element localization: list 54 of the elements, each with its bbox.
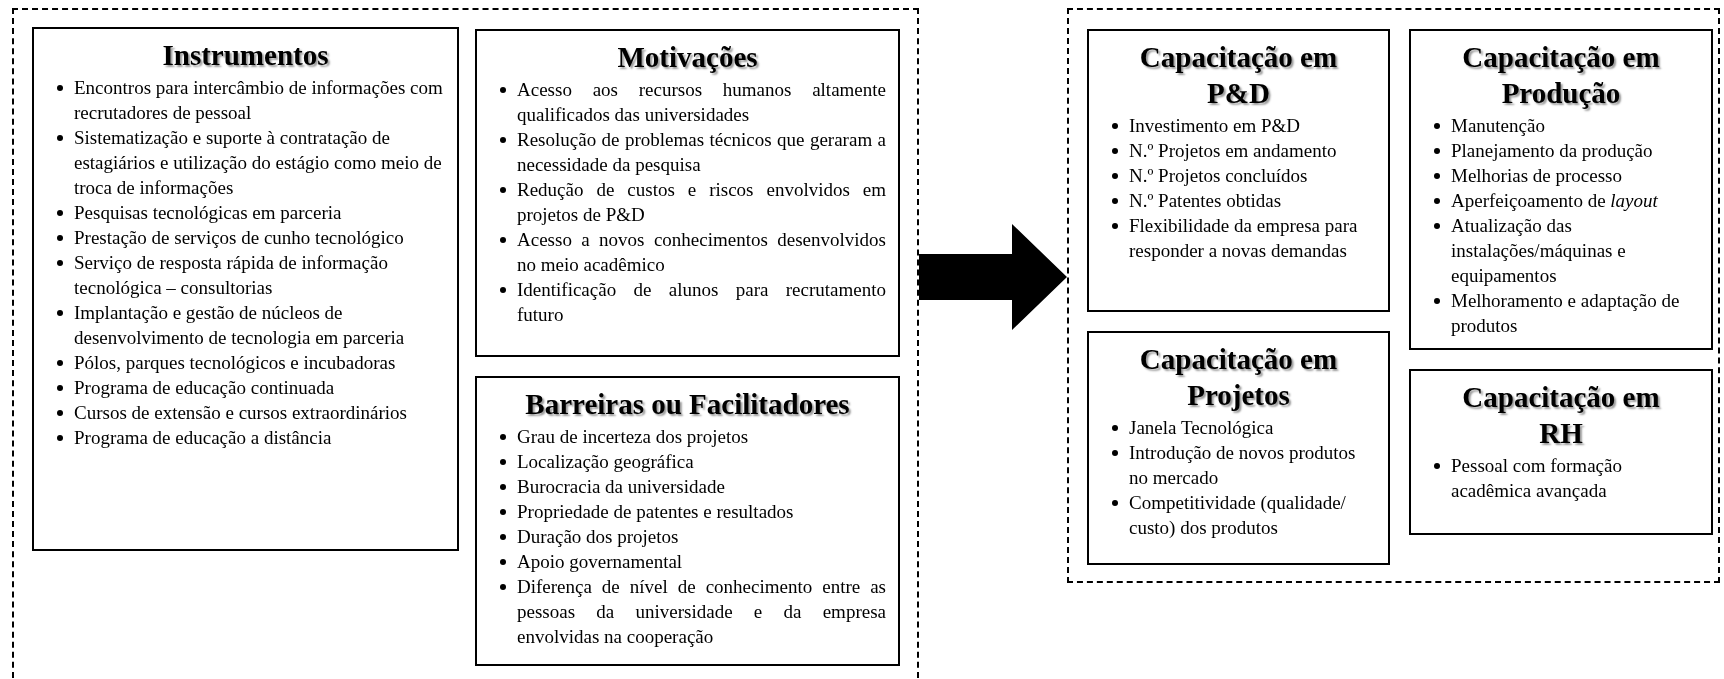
bullet-text: Cursos de extensão e cursos extraordinários bbox=[74, 401, 407, 425]
bullet-text: Melhoramento e adaptação de produtos bbox=[1451, 289, 1681, 338]
bullet-text: Competitividade (qualidade/ custo) dos produtos bbox=[1129, 491, 1347, 540]
content-box bbox=[475, 376, 900, 666]
bullet-text: Programa de educação a distância bbox=[74, 426, 332, 450]
block-arrow bbox=[919, 224, 1067, 330]
bullet-text: Atualização das instalações/máquinas e equipamentos bbox=[1451, 214, 1627, 288]
bullet-text: Grau de incerteza dos projetos bbox=[517, 425, 749, 449]
bullet-text: Duração dos projetos bbox=[517, 525, 679, 549]
bullet-text: N.º Projetos em andamento bbox=[1129, 139, 1337, 163]
dashed-group-frame bbox=[1067, 8, 1720, 583]
bullet-text: Flexibilidade da empresa para responder a novas demandas bbox=[1129, 214, 1359, 263]
content-box bbox=[1409, 29, 1713, 350]
content-box bbox=[1087, 29, 1390, 312]
box-heading: Capacitação em P&D bbox=[1138, 40, 1339, 111]
bullet-text: Pólos, parques tecnológicos e incubadoras bbox=[74, 351, 396, 375]
dashed-group-frame bbox=[12, 8, 919, 679]
bullet-text: Implantação e gestão de núcleos de desenvolvimento de tecnologia em parceria bbox=[74, 301, 406, 350]
bullet-text: Manutenção bbox=[1451, 114, 1545, 138]
content-box bbox=[32, 27, 459, 551]
bullet-text: Resolução de problemas técnicos que geraram a necessidade da pesquisa bbox=[517, 128, 886, 177]
bullet-text: Sistematização e suporte à contratação de estagiários e utilização do estágio como meio de troca de informações bbox=[74, 126, 443, 200]
bullet-text: Janela Tecnológica bbox=[1129, 416, 1274, 440]
bullet-text: N.º Patentes obtidas bbox=[1129, 189, 1282, 213]
bullet-text: Acesso a novos conhecimentos desenvolvidos no meio acadêmico bbox=[517, 228, 886, 277]
content-box bbox=[1409, 369, 1713, 535]
bullet-text: Pesquisas tecnológicas em parceria bbox=[74, 201, 342, 225]
bullet-text: Introdução de novos produtos no mercado bbox=[1129, 441, 1357, 490]
box-heading: Capacitação em Projetos bbox=[1138, 342, 1339, 413]
bullet-text: Serviço de resposta rápida de informação tecnológica – consultorias bbox=[74, 251, 389, 300]
box-heading: Capacitação em RH bbox=[1461, 380, 1661, 451]
content-box bbox=[475, 29, 900, 357]
bullet-text: Apoio governamental bbox=[517, 550, 683, 574]
bullet-text: Aperfeiçoamento de layout bbox=[1451, 189, 1658, 213]
bullet-text: Identificação de alunos para recrutamento futuro bbox=[517, 278, 886, 327]
box-heading: Instrumentos bbox=[161, 38, 330, 73]
bullet-text: Acesso aos recursos humanos altamente qualificados das universidades bbox=[517, 78, 886, 127]
box-heading: Motivações bbox=[616, 40, 759, 75]
bullet-text: Encontros para intercâmbio de informações com recrutadores de pessoal bbox=[74, 76, 444, 125]
bullet-text: Investimento em P&D bbox=[1129, 114, 1300, 138]
bullet-text: N.º Projetos concluídos bbox=[1129, 164, 1308, 188]
bullet-text: Burocracia da universidade bbox=[517, 475, 725, 499]
box-heading: Barreiras ou Facilitadores bbox=[524, 387, 851, 422]
bullet-text: Melhorias de processo bbox=[1451, 164, 1622, 188]
bullet-text: Propriedade de patentes e resultados bbox=[517, 500, 794, 524]
bullet-text: Localização geográfica bbox=[517, 450, 694, 474]
bullet-text: Diferença de nível de conhecimento entre as pessoas da universidade e da empresa envolvidas na cooperação bbox=[517, 575, 886, 649]
bullet-text: Planejamento da produção bbox=[1451, 139, 1653, 163]
bullet-text: Programa de educação continuada bbox=[74, 376, 335, 400]
bullet-text: Pessoal com formação acadêmica avançada bbox=[1451, 454, 1623, 503]
bullet-text: Redução de custos e riscos envolvidos em projetos de P&D bbox=[517, 178, 886, 227]
bullet-text: Prestação de serviços de cunho tecnológico bbox=[74, 226, 404, 250]
content-box bbox=[1087, 331, 1390, 565]
box-heading: Capacitação em Produção bbox=[1461, 40, 1661, 111]
